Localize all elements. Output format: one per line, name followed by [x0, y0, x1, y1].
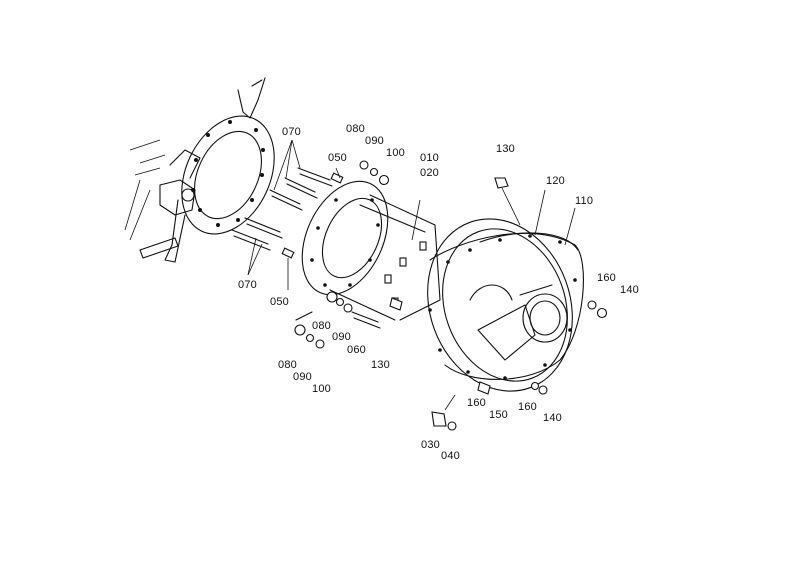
label-040: 040	[441, 450, 460, 462]
lever-assembly	[139, 149, 201, 263]
label-110: 110	[575, 195, 594, 207]
label-090: 090	[332, 331, 351, 343]
rear-flange	[181, 115, 275, 235]
label-140: 140	[543, 412, 562, 424]
label-160: 160	[597, 272, 616, 284]
label-070: 070	[282, 126, 301, 138]
label-100: 100	[386, 147, 405, 159]
label-150: 150	[489, 409, 508, 421]
label-020: 020	[420, 167, 439, 179]
label-140: 140	[620, 284, 639, 296]
label-100: 100	[312, 383, 331, 395]
label-090: 090	[365, 135, 384, 147]
frame-body	[124, 77, 266, 241]
label-160: 160	[467, 397, 486, 409]
label-010: 010	[420, 152, 439, 164]
label-050: 050	[270, 296, 289, 308]
label-060: 060	[347, 344, 366, 356]
studs-070-lower	[231, 217, 283, 276]
label-080: 080	[278, 359, 297, 371]
gearcase	[427, 189, 584, 392]
fasteners	[294, 160, 608, 431]
intermediate-housing	[301, 180, 441, 321]
label-090: 090	[293, 371, 312, 383]
studs-070-upper	[269, 139, 333, 211]
label-130: 130	[371, 359, 390, 371]
label-050: 050	[328, 152, 347, 164]
label-080: 080	[346, 123, 365, 135]
label-030: 030	[421, 439, 440, 451]
label-070: 070	[238, 279, 257, 291]
pins-050	[281, 167, 344, 290]
label-120: 120	[546, 175, 565, 187]
label-130: 130	[496, 143, 515, 155]
label-080: 080	[312, 320, 331, 332]
label-160: 160	[518, 401, 537, 413]
